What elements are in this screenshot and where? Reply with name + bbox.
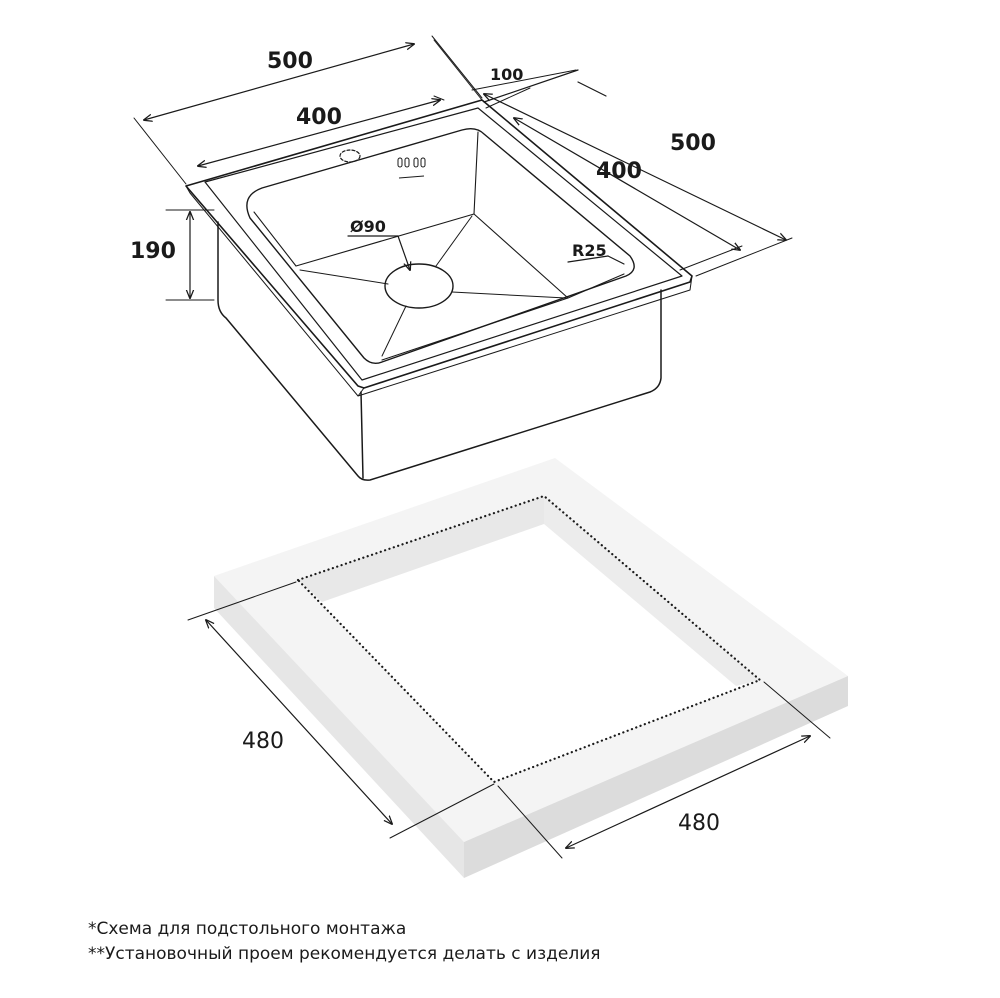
label-flange: 100 [490, 65, 523, 84]
bowl-rim [246, 127, 635, 365]
label-overall-width: 500 [267, 49, 313, 74]
dim-overall-width [133, 35, 483, 185]
dim-cutout-width [497, 681, 831, 859]
label-cutout-depth: 480 [242, 729, 284, 754]
label-height: 190 [130, 239, 176, 264]
drain-hole [384, 263, 454, 309]
dim-height [165, 209, 215, 301]
radius-leader [567, 255, 625, 265]
label-drain: Ø90 [350, 217, 386, 236]
sink-body-front-edge [360, 391, 364, 479]
brand-logo-icon [397, 157, 426, 179]
label-overall-depth: 500 [670, 131, 716, 156]
label-bowl-depth: 400 [596, 159, 642, 184]
dim-bowl-depth [485, 81, 743, 271]
bowl-floor [295, 213, 569, 361]
sink-body [217, 221, 662, 481]
dim-cutout-depth [187, 581, 495, 839]
label-bowl-width: 400 [296, 105, 342, 130]
note-mounting-scheme: *Схема для подстольного монтажа [88, 919, 407, 939]
sink-flange-edge [185, 185, 693, 397]
drain-leader [347, 235, 410, 270]
note-cutout-advice: **Установочный проем рекомендуется делат… [88, 944, 601, 964]
dim-bowl-width [198, 95, 445, 166]
cutout-wall-back [544, 496, 760, 686]
cutout-wall-left [298, 496, 544, 602]
label-cutout-width: 480 [678, 811, 720, 836]
sink-drawing [133, 35, 793, 481]
cutout-outline [296, 494, 763, 784]
countertop-drawing [187, 458, 848, 878]
label-radius: R25 [572, 241, 607, 260]
faucet-hole-mark [339, 149, 361, 163]
